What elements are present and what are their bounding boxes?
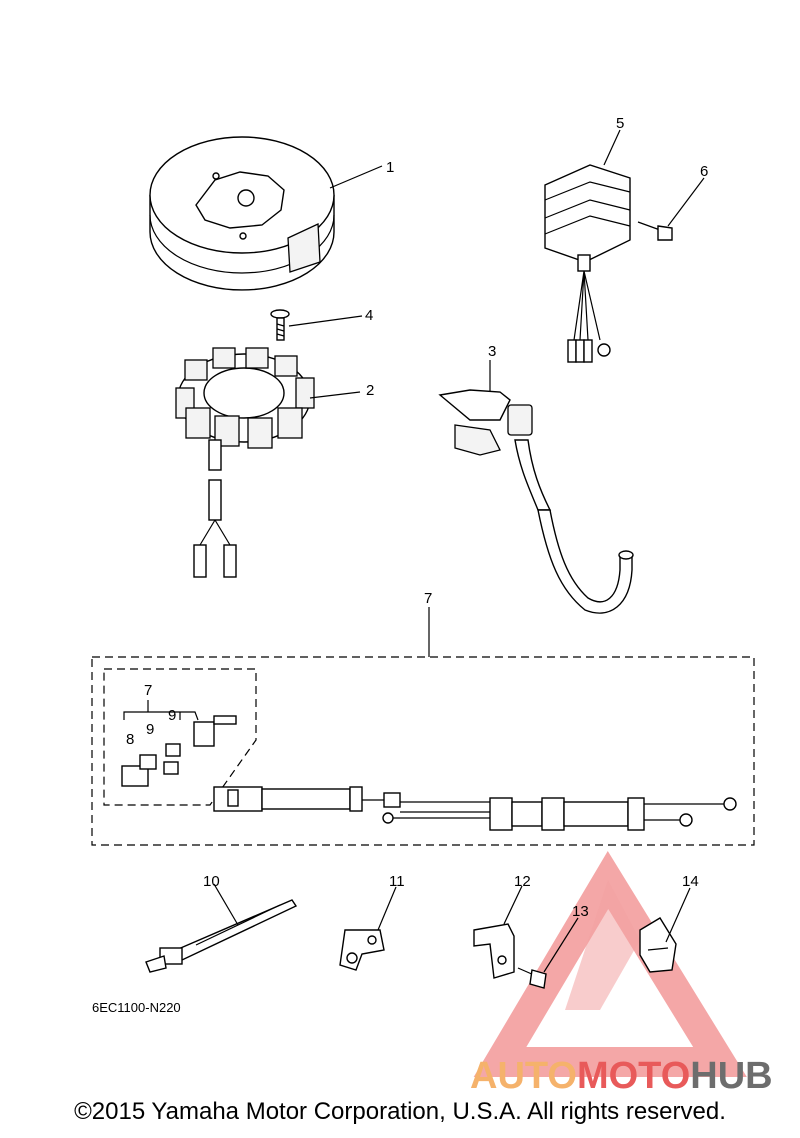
callout-12: 12 [514, 873, 531, 890]
callout-11: 11 [389, 873, 405, 890]
callout-13: 13 [572, 903, 589, 920]
callout-7: 7 [424, 590, 432, 607]
connector-subgroup-frame [103, 668, 257, 806]
callout-14: 14 [682, 873, 699, 890]
watermark-moto: MOTO [577, 1055, 690, 1097]
watermark-text: AUTOMOTOHUB [470, 1055, 773, 1097]
cable-tie-part [145, 899, 298, 973]
callout-6: 6 [700, 163, 708, 180]
screw-13-part [517, 967, 547, 989]
bracket-part [473, 923, 515, 979]
callout-2: 2 [366, 382, 374, 399]
callout-10: 10 [203, 873, 220, 890]
bolt-part [270, 309, 290, 341]
clamp-part [339, 929, 385, 971]
callout-7-sub: 7 [144, 682, 152, 699]
flywheel-part [149, 136, 335, 291]
callout-8: 8 [126, 731, 134, 748]
callout-1: 1 [386, 159, 394, 176]
watermark-hub: HUB [690, 1055, 772, 1097]
callout-3: 3 [488, 343, 496, 360]
rectifier-part [544, 164, 631, 363]
callout-5: 5 [616, 115, 624, 132]
stator-part [175, 347, 315, 578]
callout-4: 4 [365, 307, 373, 324]
connectors-part [121, 700, 237, 787]
harness-group-frame [91, 656, 755, 846]
wire-harness-part [213, 786, 737, 831]
clip-part [639, 917, 677, 973]
callout-9-left: 9 [146, 721, 154, 738]
callout-9-right: 9 [168, 707, 176, 724]
pulser-coil-part [438, 389, 634, 614]
diagram-code: 6EC1100-N220 [92, 1000, 181, 1015]
screw-part [637, 221, 673, 241]
watermark-auto: AUTO [470, 1055, 577, 1097]
copyright-notice: ©2015 Yamaha Motor Corporation, U.S.A. A… [74, 1098, 726, 1125]
